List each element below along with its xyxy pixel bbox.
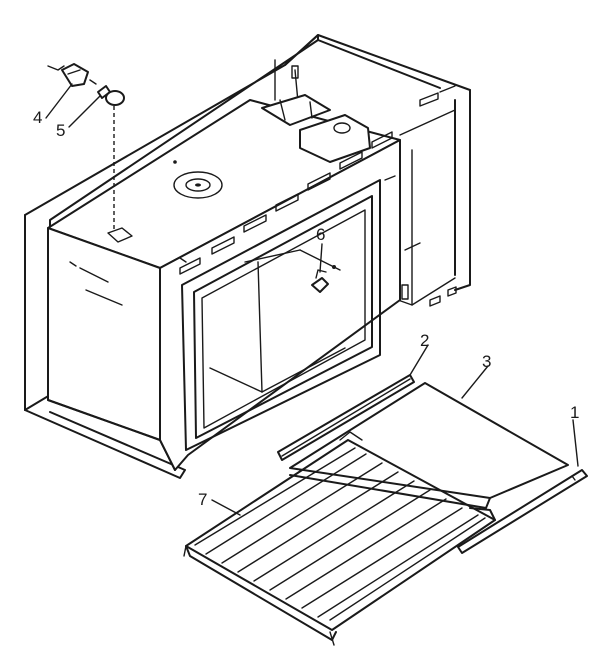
callout-2: 2 — [420, 331, 429, 350]
callout-6: 6 — [316, 225, 325, 244]
part-7-oven-rack — [183, 439, 496, 646]
callout-5: 5 — [56, 121, 65, 140]
lamp-opening — [107, 227, 133, 243]
callout-4: 4 — [33, 108, 42, 127]
vent-slots — [179, 131, 393, 275]
callout-3: 3 — [482, 352, 491, 371]
part-3-bottom-panel — [289, 382, 569, 509]
turntable-drive — [173, 171, 223, 199]
callout-leaders — [45, 83, 579, 516]
front-frame — [159, 131, 401, 471]
part-2-trim-strip — [277, 374, 415, 461]
rear-components — [261, 94, 371, 163]
callout-1: 1 — [570, 403, 579, 422]
callout-labels: 1 2 3 4 5 6 7 — [33, 108, 579, 509]
part-4-lamp-socket — [47, 63, 97, 87]
part-6-sensor-clip — [311, 265, 336, 293]
callout-7: 7 — [198, 490, 207, 509]
outer-cabinet — [24, 34, 471, 479]
part-1-rail — [457, 469, 588, 554]
oven-liner — [47, 94, 401, 471]
